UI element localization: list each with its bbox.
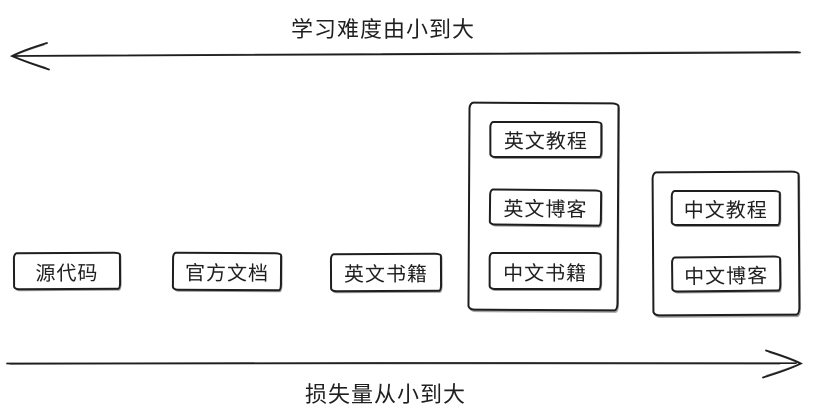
box-english-tutorial: 英文教程 bbox=[489, 120, 603, 159]
box-source-code: 源代码 bbox=[12, 251, 122, 291]
box-label: 英文博客 bbox=[503, 198, 588, 222]
top-axis-label: 学习难度由小到大 bbox=[291, 17, 476, 42]
box-english-books: 英文书籍 bbox=[329, 252, 443, 293]
box-official-docs: 官方文档 bbox=[171, 251, 283, 292]
right-arrow bbox=[6, 349, 804, 379]
group-box-english-chinese: 英文教程 英文博客 中文书籍 bbox=[467, 101, 620, 312]
box-chinese-blog: 中文博客 bbox=[671, 255, 782, 293]
box-english-blog: 英文博客 bbox=[488, 188, 603, 227]
box-chinese-tutorial: 中文教程 bbox=[670, 189, 781, 227]
group-box-chinese: 中文教程 中文博客 bbox=[651, 170, 801, 317]
box-chinese-books: 中文书籍 bbox=[488, 251, 602, 291]
box-label: 英文书籍 bbox=[343, 263, 429, 287]
box-label: 中文博客 bbox=[684, 265, 769, 288]
box-label: 源代码 bbox=[35, 262, 99, 285]
box-label: 中文教程 bbox=[683, 199, 768, 222]
box-label: 英文教程 bbox=[503, 130, 588, 154]
box-label: 中文书籍 bbox=[503, 262, 588, 285]
left-arrow bbox=[9, 42, 801, 71]
bottom-axis-label: 损失量从小到大 bbox=[305, 382, 467, 407]
box-label: 官方文档 bbox=[184, 262, 270, 286]
